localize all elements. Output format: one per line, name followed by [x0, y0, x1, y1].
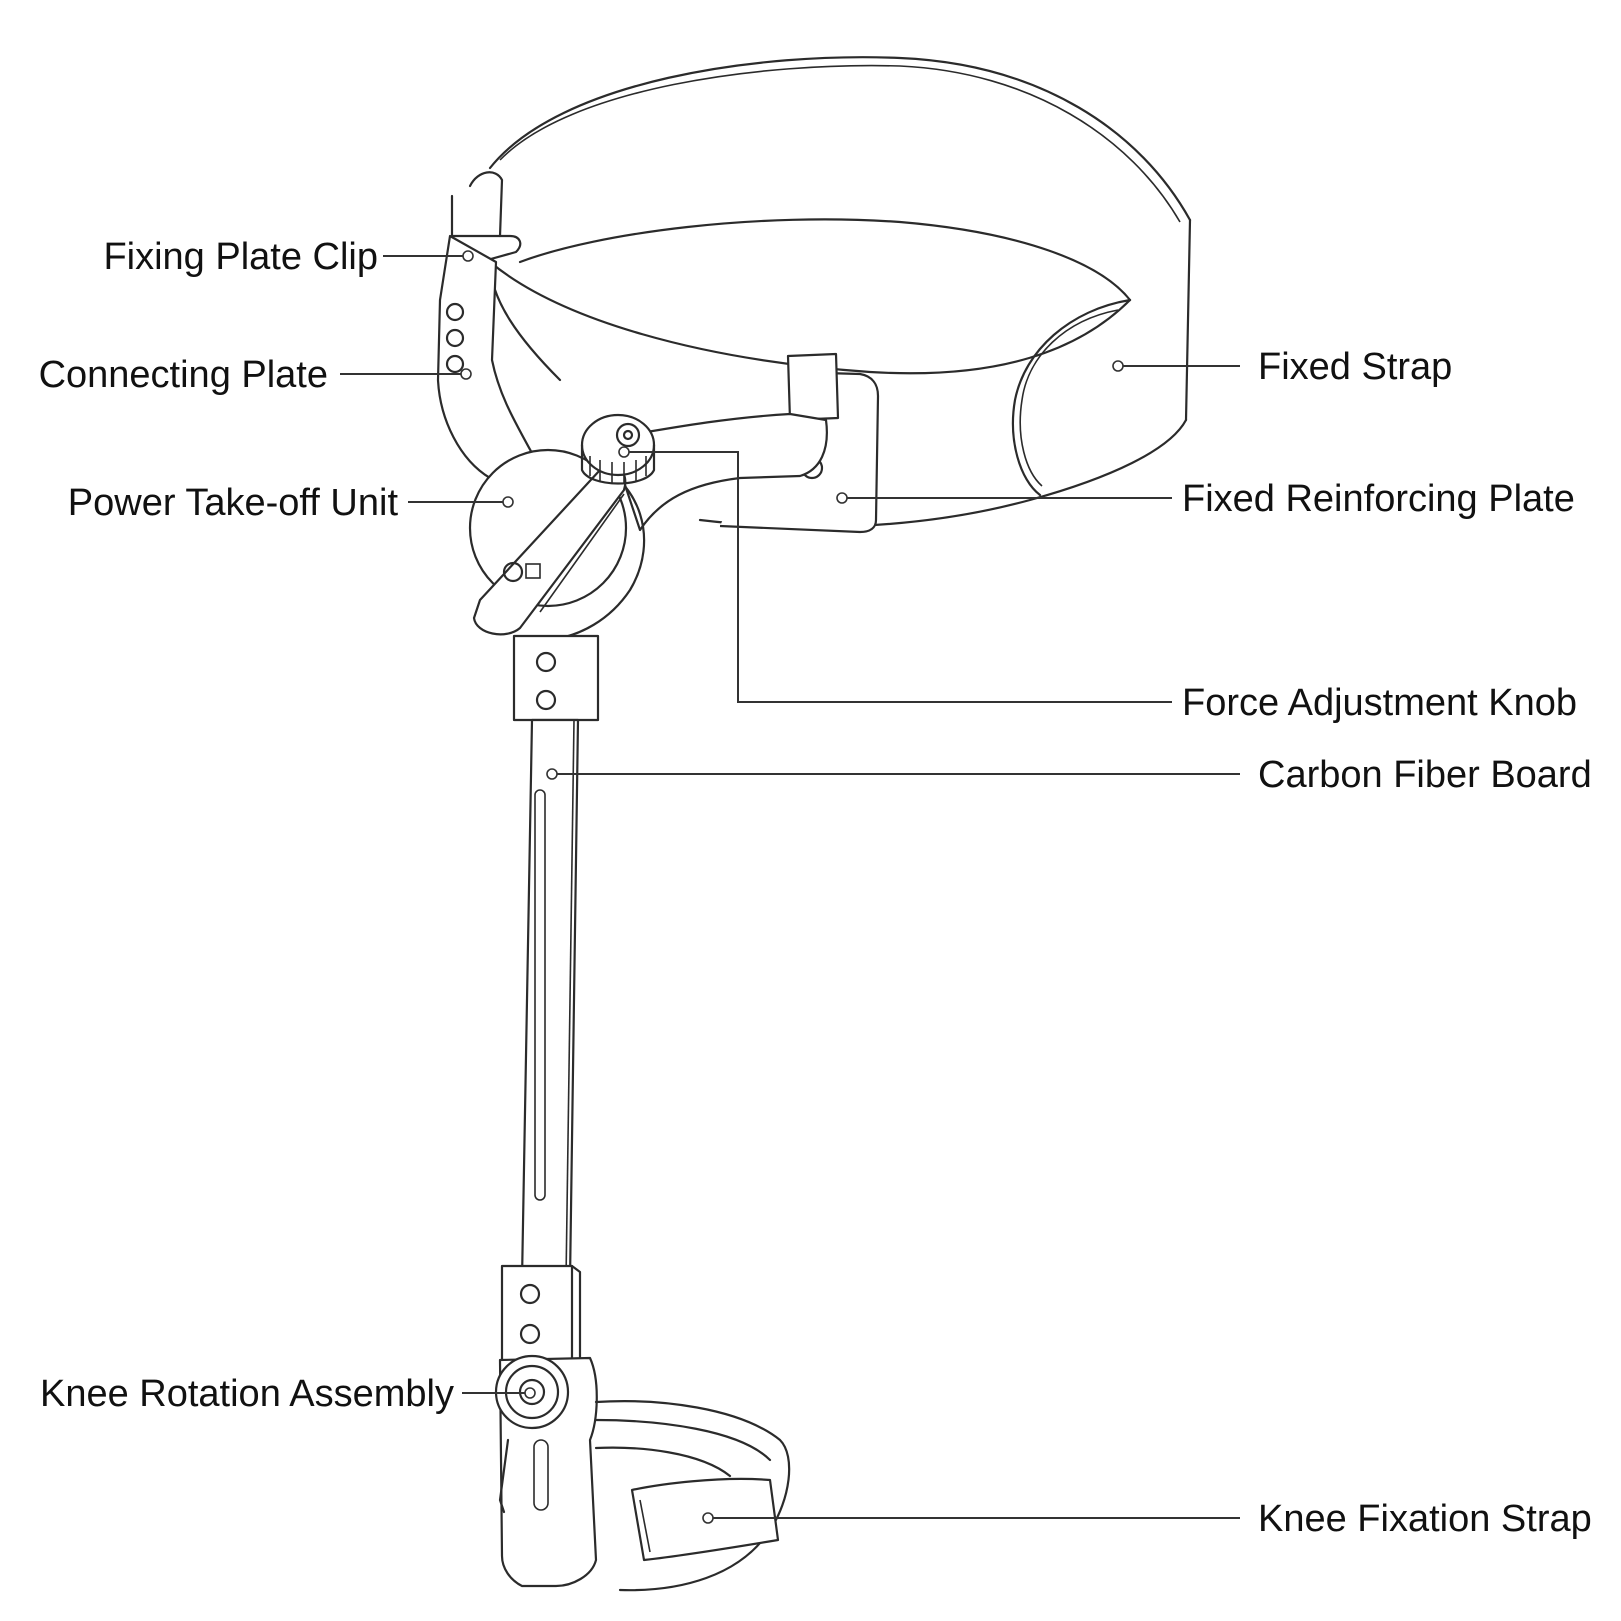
label-connecting-plate: Connecting Plate: [39, 354, 328, 396]
carbon-fiber-board-drawing: [500, 634, 600, 1372]
knee-fixation-strap-pointer: [702, 1512, 714, 1524]
fixing-plate-clip-pointer: [462, 250, 474, 262]
fixed-strap-pointer: [1112, 360, 1124, 372]
knee-fixation-strap-drawing: [594, 1400, 791, 1592]
label-knee-rotation-assembly: Knee Rotation Assembly: [40, 1373, 454, 1415]
power-takeoff-unit-drawing: [468, 412, 828, 642]
callout-labels: Fixing Plate Clip Connecting Plate Power…: [39, 236, 1592, 1540]
knee-rotation-assembly-drawing: [494, 1354, 598, 1588]
force-adjustment-knob-pointer: [618, 446, 630, 458]
carbon-fiber-board-pointer: [546, 768, 558, 780]
fixed-reinforcing-plate-pointer: [836, 492, 848, 504]
connecting-plate-drawing: [436, 171, 542, 480]
label-force-adjustment-knob: Force Adjustment Knob: [1182, 682, 1577, 724]
connecting-plate-pointer: [460, 368, 472, 380]
label-fixed-strap: Fixed Strap: [1258, 346, 1452, 388]
force-adjustment-knob-drawing: [580, 413, 656, 485]
leader-lines: [340, 250, 1240, 1524]
knee-rotation-assembly-pointer: [524, 1387, 536, 1399]
label-carbon-fiber-board: Carbon Fiber Board: [1258, 754, 1592, 796]
label-fixing-plate-clip: Fixing Plate Clip: [103, 236, 378, 278]
power-takeoff-unit-pointer: [502, 496, 514, 508]
label-power-takeoff-unit: Power Take-off Unit: [68, 482, 399, 524]
label-fixed-reinforcing-plate: Fixed Reinforcing Plate: [1182, 478, 1575, 520]
label-knee-fixation-strap: Knee Fixation Strap: [1258, 1498, 1592, 1540]
